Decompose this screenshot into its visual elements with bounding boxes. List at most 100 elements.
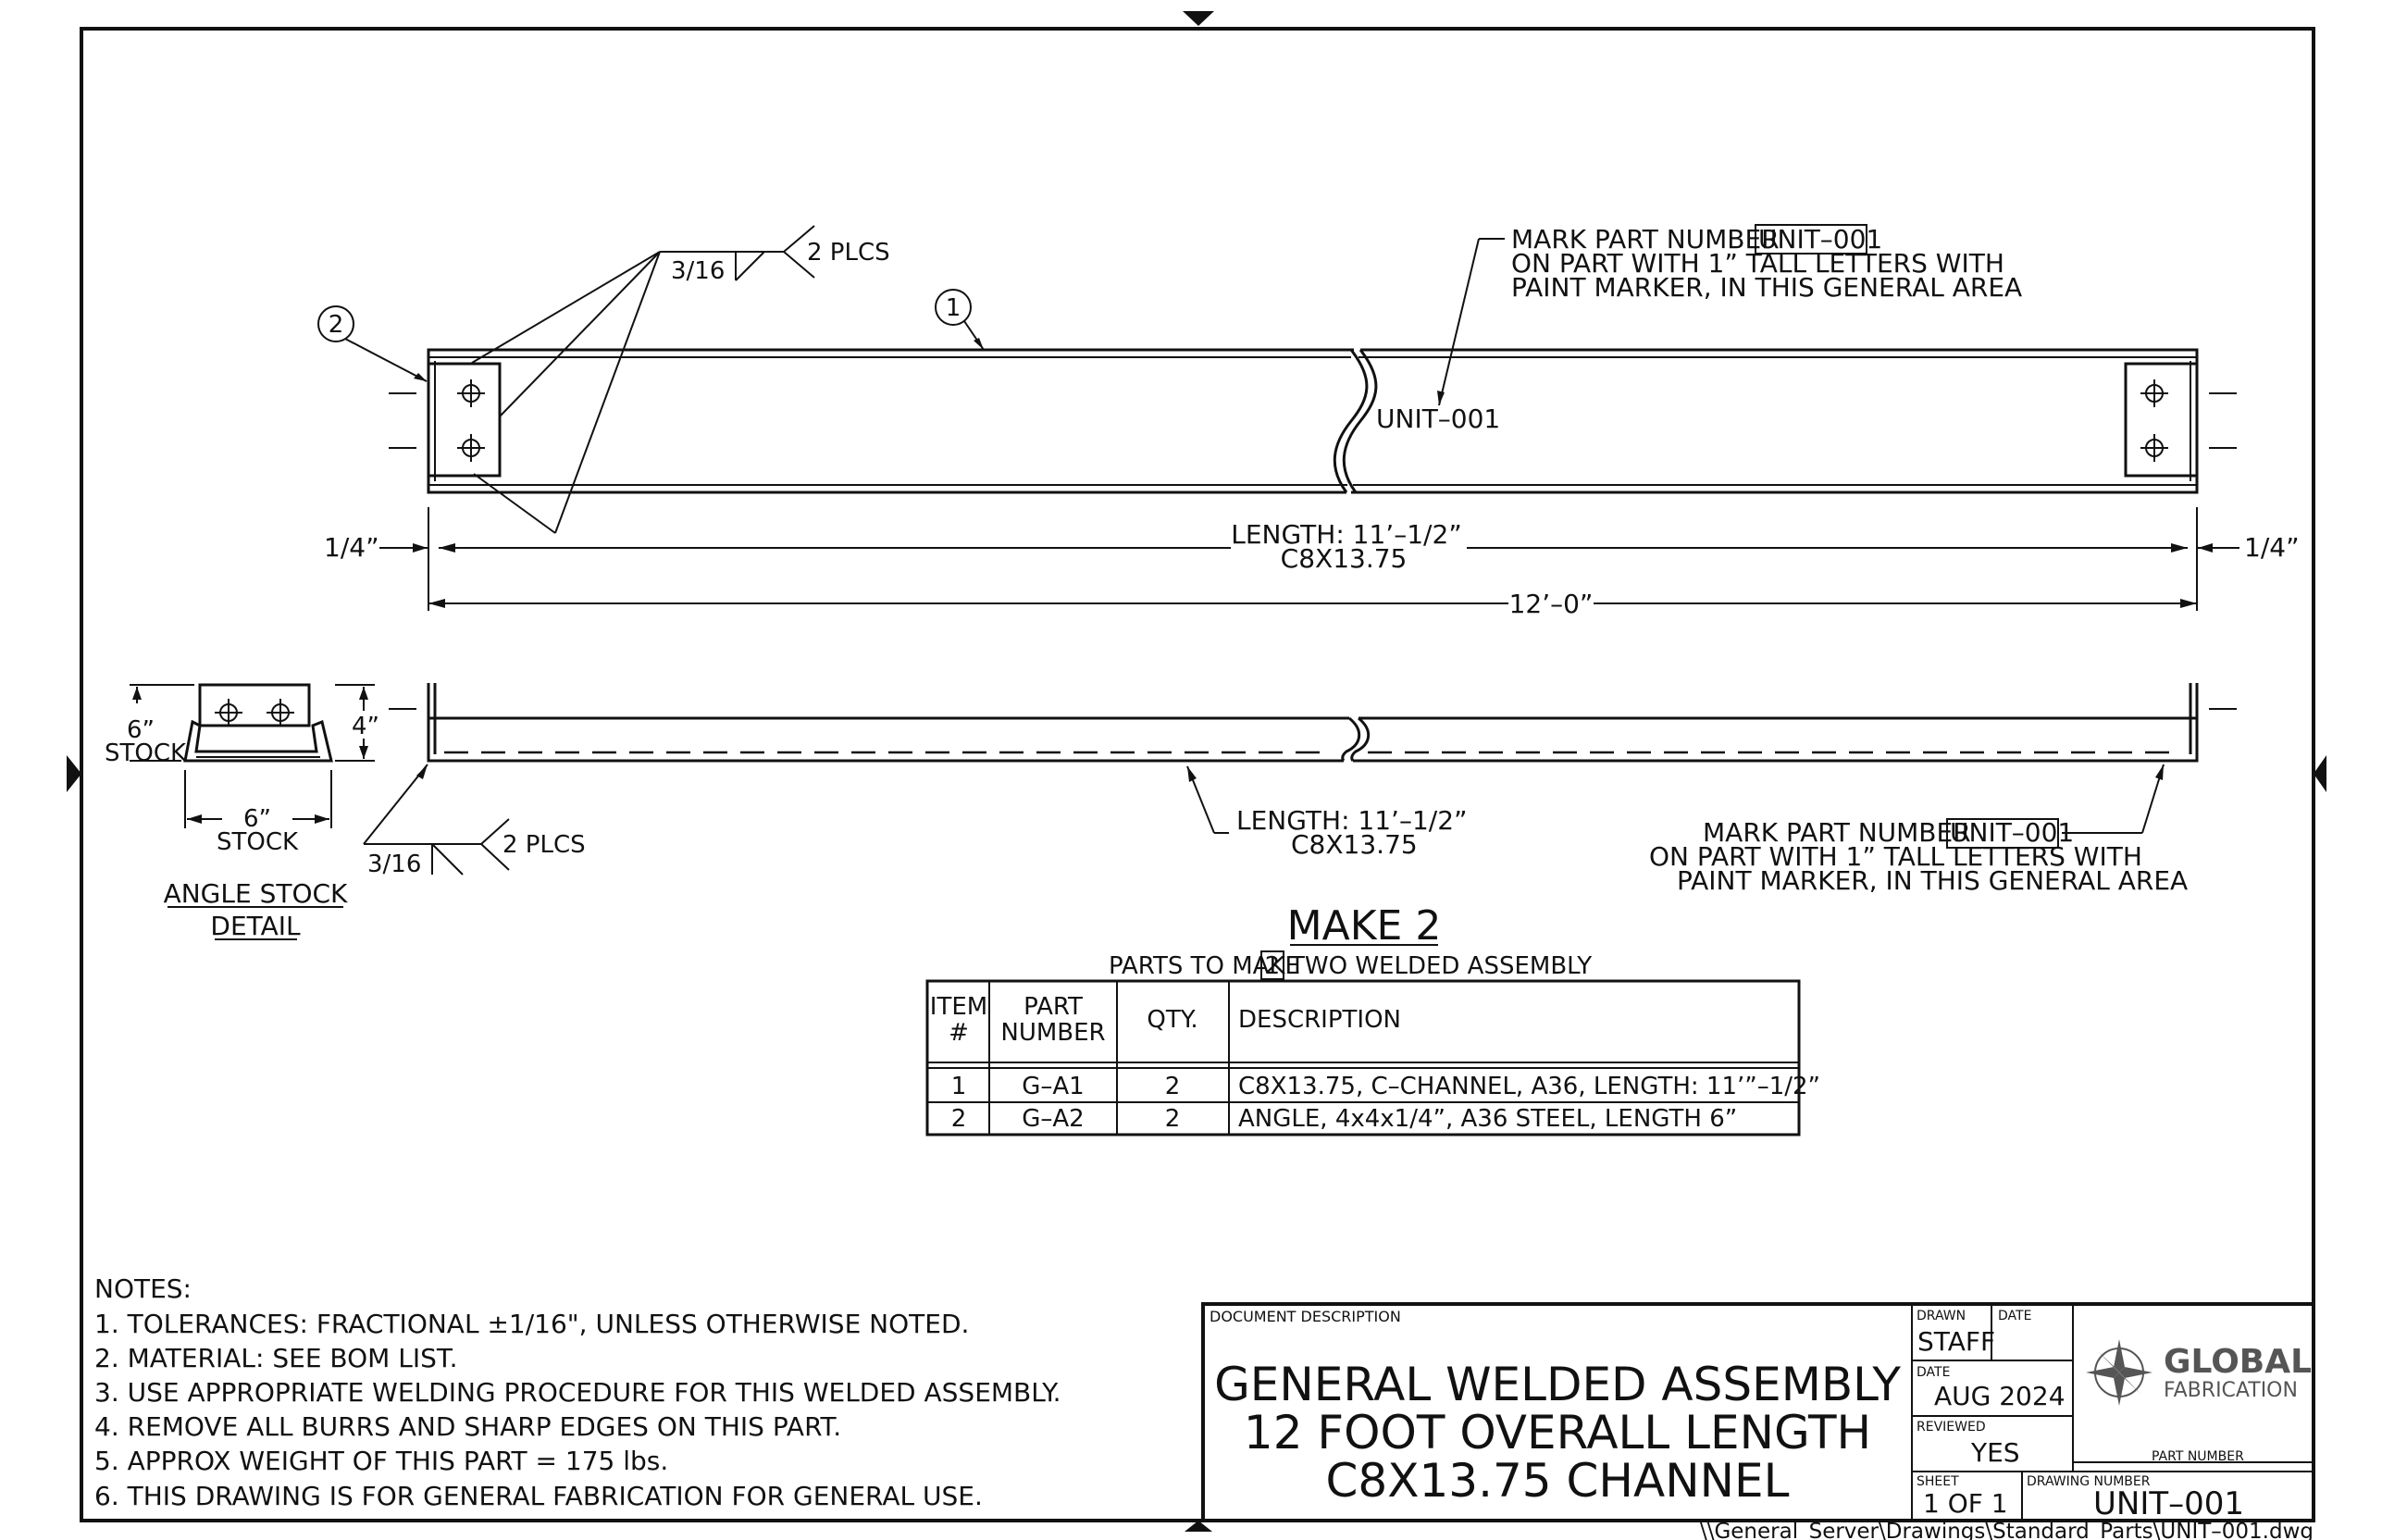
svg-text:STOCK: STOCK bbox=[105, 739, 187, 767]
svg-text:ITEM: ITEM bbox=[930, 993, 987, 1021]
top-view bbox=[389, 348, 2237, 494]
item-balloon-2: 2 bbox=[317, 305, 428, 382]
mark-note-bottom: MARK PART NUMBER UNIT–001 ON PART WITH 1… bbox=[1649, 764, 2188, 896]
svg-text:DOCUMENT DESCRIPTION: DOCUMENT DESCRIPTION bbox=[1210, 1308, 1401, 1325]
part-label: UNIT–001 bbox=[1376, 404, 1500, 434]
svg-text:DETAIL: DETAIL bbox=[210, 911, 301, 941]
svg-text:C8X13.75: C8X13.75 bbox=[1291, 829, 1418, 860]
svg-text:6”: 6” bbox=[243, 805, 271, 833]
svg-text:3/16: 3/16 bbox=[367, 851, 421, 878]
svg-text:DATE: DATE bbox=[1917, 1365, 1950, 1380]
svg-text:3. USE APPROPRIATE WELDING PR: 3. USE APPROPRIATE WELDING PROCEDURE FOR… bbox=[94, 1377, 1061, 1408]
dim-overall: 12’–0” bbox=[428, 589, 2197, 619]
svg-text:1/4”: 1/4” bbox=[324, 532, 379, 563]
svg-text:DRAWN: DRAWN bbox=[1917, 1309, 1966, 1323]
svg-text:UNIT–001: UNIT–001 bbox=[1758, 224, 1882, 255]
bolt-hole bbox=[2140, 379, 2168, 407]
svg-text:LENGTH: 11’–1/2”: LENGTH: 11’–1/2” bbox=[1236, 805, 1468, 836]
bom-row: 1 G–A1 2 C8X13.75, C–CHANNEL, A36, LENGT… bbox=[951, 1073, 1820, 1100]
svg-text:1 OF 1: 1 OF 1 bbox=[1923, 1488, 2008, 1519]
notes: NOTES: 1. TOLERANCES: FRACTIONAL ±1/16",… bbox=[94, 1273, 1061, 1511]
svg-text:#: # bbox=[949, 1019, 969, 1047]
svg-text:PART: PART bbox=[1024, 993, 1083, 1021]
svg-text:DATE: DATE bbox=[1998, 1309, 2031, 1323]
svg-text:PARTS TO MAKE: PARTS TO MAKE bbox=[1109, 952, 1300, 980]
svg-text:ON PART WITH 1” TALL LETTERS W: ON PART WITH 1” TALL LETTERS WITH bbox=[1511, 248, 2004, 279]
dim-left-offset: 1/4” bbox=[324, 532, 428, 563]
center-mark-top bbox=[1183, 11, 1214, 26]
weld-symbol-top: 3/16 2 PLCS bbox=[471, 225, 890, 534]
svg-text:TWO WELDED ASSEMBLY: TWO WELDED ASSEMBLY bbox=[1289, 952, 1592, 980]
svg-text:1/4”: 1/4” bbox=[2244, 532, 2300, 563]
mark-note-top: MARK PART NUMBER UNIT–001 ON PART WITH 1… bbox=[1437, 224, 2022, 406]
svg-text:4”: 4” bbox=[352, 713, 379, 740]
svg-text:DESCRIPTION: DESCRIPTION bbox=[1238, 1006, 1401, 1034]
bom-row: 2 G–A2 2 ANGLE, 4x4x1/4”, A36 STEEL, LEN… bbox=[951, 1105, 1737, 1133]
svg-text:1: 1 bbox=[951, 1073, 967, 1100]
svg-text:UNIT–001: UNIT–001 bbox=[1950, 817, 2074, 848]
svg-text:2 PLCS: 2 PLCS bbox=[502, 831, 586, 859]
svg-text:LENGTH: 11’–1/2”: LENGTH: 11’–1/2” bbox=[1231, 519, 1462, 550]
svg-text:12 FOOT OVERALL LENGTH: 12 FOOT OVERALL LENGTH bbox=[1244, 1406, 1871, 1459]
bolt-hole bbox=[215, 699, 242, 727]
svg-text:6”: 6” bbox=[127, 716, 155, 744]
dim-side-length: LENGTH: 11’–1/2” C8X13.75 bbox=[1186, 765, 1468, 860]
dim-right-offset: 1/4” bbox=[2198, 532, 2300, 563]
make-title: MAKE 2 bbox=[1287, 902, 1442, 950]
center-mark-left bbox=[67, 755, 81, 792]
svg-text:2: 2 bbox=[951, 1105, 967, 1133]
svg-text:12’–0”: 12’–0” bbox=[1509, 589, 1594, 619]
svg-text:MARK PART NUMBER: MARK PART NUMBER bbox=[1511, 224, 1780, 255]
bom-table: MAKE 2 PARTS TO MAKE 2 TWO WELDED ASSEMB… bbox=[925, 902, 1820, 1136]
center-mark-right bbox=[2314, 755, 2326, 792]
svg-text:NOTES:: NOTES: bbox=[94, 1273, 192, 1304]
svg-text:GLOBAL: GLOBAL bbox=[2164, 1343, 2312, 1381]
svg-text:6. THIS DRAWING IS FOR GENERA: 6. THIS DRAWING IS FOR GENERAL FABRICATI… bbox=[94, 1481, 983, 1511]
svg-text:AUG 2024: AUG 2024 bbox=[1934, 1381, 2066, 1411]
sheet-border bbox=[80, 27, 2315, 1522]
svg-text:NUMBER: NUMBER bbox=[1000, 1019, 1105, 1047]
drawing-number: UNIT–001 bbox=[2093, 1485, 2244, 1522]
svg-text:YES: YES bbox=[1970, 1437, 2020, 1468]
bolt-hole bbox=[267, 699, 294, 727]
svg-text:3/16: 3/16 bbox=[671, 257, 725, 285]
svg-text:STOCK: STOCK bbox=[217, 828, 299, 856]
svg-text:PART NUMBER: PART NUMBER bbox=[2152, 1449, 2244, 1464]
svg-text:G–A1: G–A1 bbox=[1022, 1073, 1084, 1100]
svg-text:G–A2: G–A2 bbox=[1022, 1105, 1084, 1133]
company-logo: GLOBAL FABRICATION bbox=[2086, 1339, 2312, 1406]
svg-text:1. TOLERANCES: FRACTIONAL ±1/: 1. TOLERANCES: FRACTIONAL ±1/16", UNLESS… bbox=[94, 1309, 969, 1339]
side-view bbox=[389, 683, 2237, 763]
bolt-hole bbox=[457, 434, 485, 462]
bolt-hole bbox=[2140, 434, 2168, 462]
svg-text:C8X13.75 CHANNEL: C8X13.75 CHANNEL bbox=[1326, 1454, 1790, 1508]
weld-symbol-bottom: 3/16 2 PLCS bbox=[363, 764, 586, 878]
svg-text:FABRICATION: FABRICATION bbox=[2164, 1379, 2298, 1402]
svg-text:2: 2 bbox=[1165, 1073, 1181, 1100]
svg-text:ANGLE STOCK: ANGLE STOCK bbox=[164, 878, 348, 909]
svg-text:2 PLCS: 2 PLCS bbox=[807, 239, 890, 267]
svg-text:4. REMOVE ALL BURRS AND SHARP: 4. REMOVE ALL BURRS AND SHARP EDGES ON T… bbox=[94, 1411, 841, 1442]
svg-text:1: 1 bbox=[946, 294, 961, 322]
svg-text:QTY.: QTY. bbox=[1147, 1006, 1197, 1034]
svg-text:2: 2 bbox=[329, 311, 344, 339]
svg-text:ANGLE, 4x4x1/4”, A36 STEEL, LE: ANGLE, 4x4x1/4”, A36 STEEL, LENGTH 6” bbox=[1238, 1105, 1737, 1133]
svg-text:PAINT MARKER, IN THIS GENERAL: PAINT MARKER, IN THIS GENERAL AREA bbox=[1677, 865, 2188, 896]
svg-text:REVIEWED: REVIEWED bbox=[1917, 1420, 1986, 1434]
svg-text:DRAWING NUMBER: DRAWING NUMBER bbox=[2027, 1474, 2151, 1489]
center-mark-bottom bbox=[1185, 1521, 1212, 1532]
dim-length: LENGTH: 11’–1/2” C8X13.75 bbox=[428, 507, 2198, 611]
item-balloon-1: 1 bbox=[935, 289, 985, 351]
svg-text:2: 2 bbox=[1165, 1105, 1181, 1133]
svg-text:2. MATERIAL: SEE BOM LIST.: 2. MATERIAL: SEE BOM LIST. bbox=[94, 1343, 458, 1373]
bolt-hole bbox=[457, 379, 485, 407]
svg-text:PAINT MARKER, IN THIS GENERAL: PAINT MARKER, IN THIS GENERAL AREA bbox=[1511, 272, 2022, 303]
svg-text:C8X13.75, C–CHANNEL, A36, LENG: C8X13.75, C–CHANNEL, A36, LENGTH: 11’”–1… bbox=[1238, 1073, 1820, 1100]
svg-text:2: 2 bbox=[1265, 952, 1281, 980]
svg-text:ON PART WITH 1” TALL LETTERS W: ON PART WITH 1” TALL LETTERS WITH bbox=[1649, 841, 2142, 872]
title-block: DOCUMENT DESCRIPTION GENERAL WELDED ASSE… bbox=[1201, 1302, 2315, 1522]
angle-stock-detail: 6” STOCK 4” 6” STOCK ANGLE STOCK DETAIL bbox=[105, 683, 379, 941]
svg-text:SHEET: SHEET bbox=[1917, 1474, 1959, 1489]
svg-text:MARK PART NUMBER: MARK PART NUMBER bbox=[1703, 817, 1971, 848]
